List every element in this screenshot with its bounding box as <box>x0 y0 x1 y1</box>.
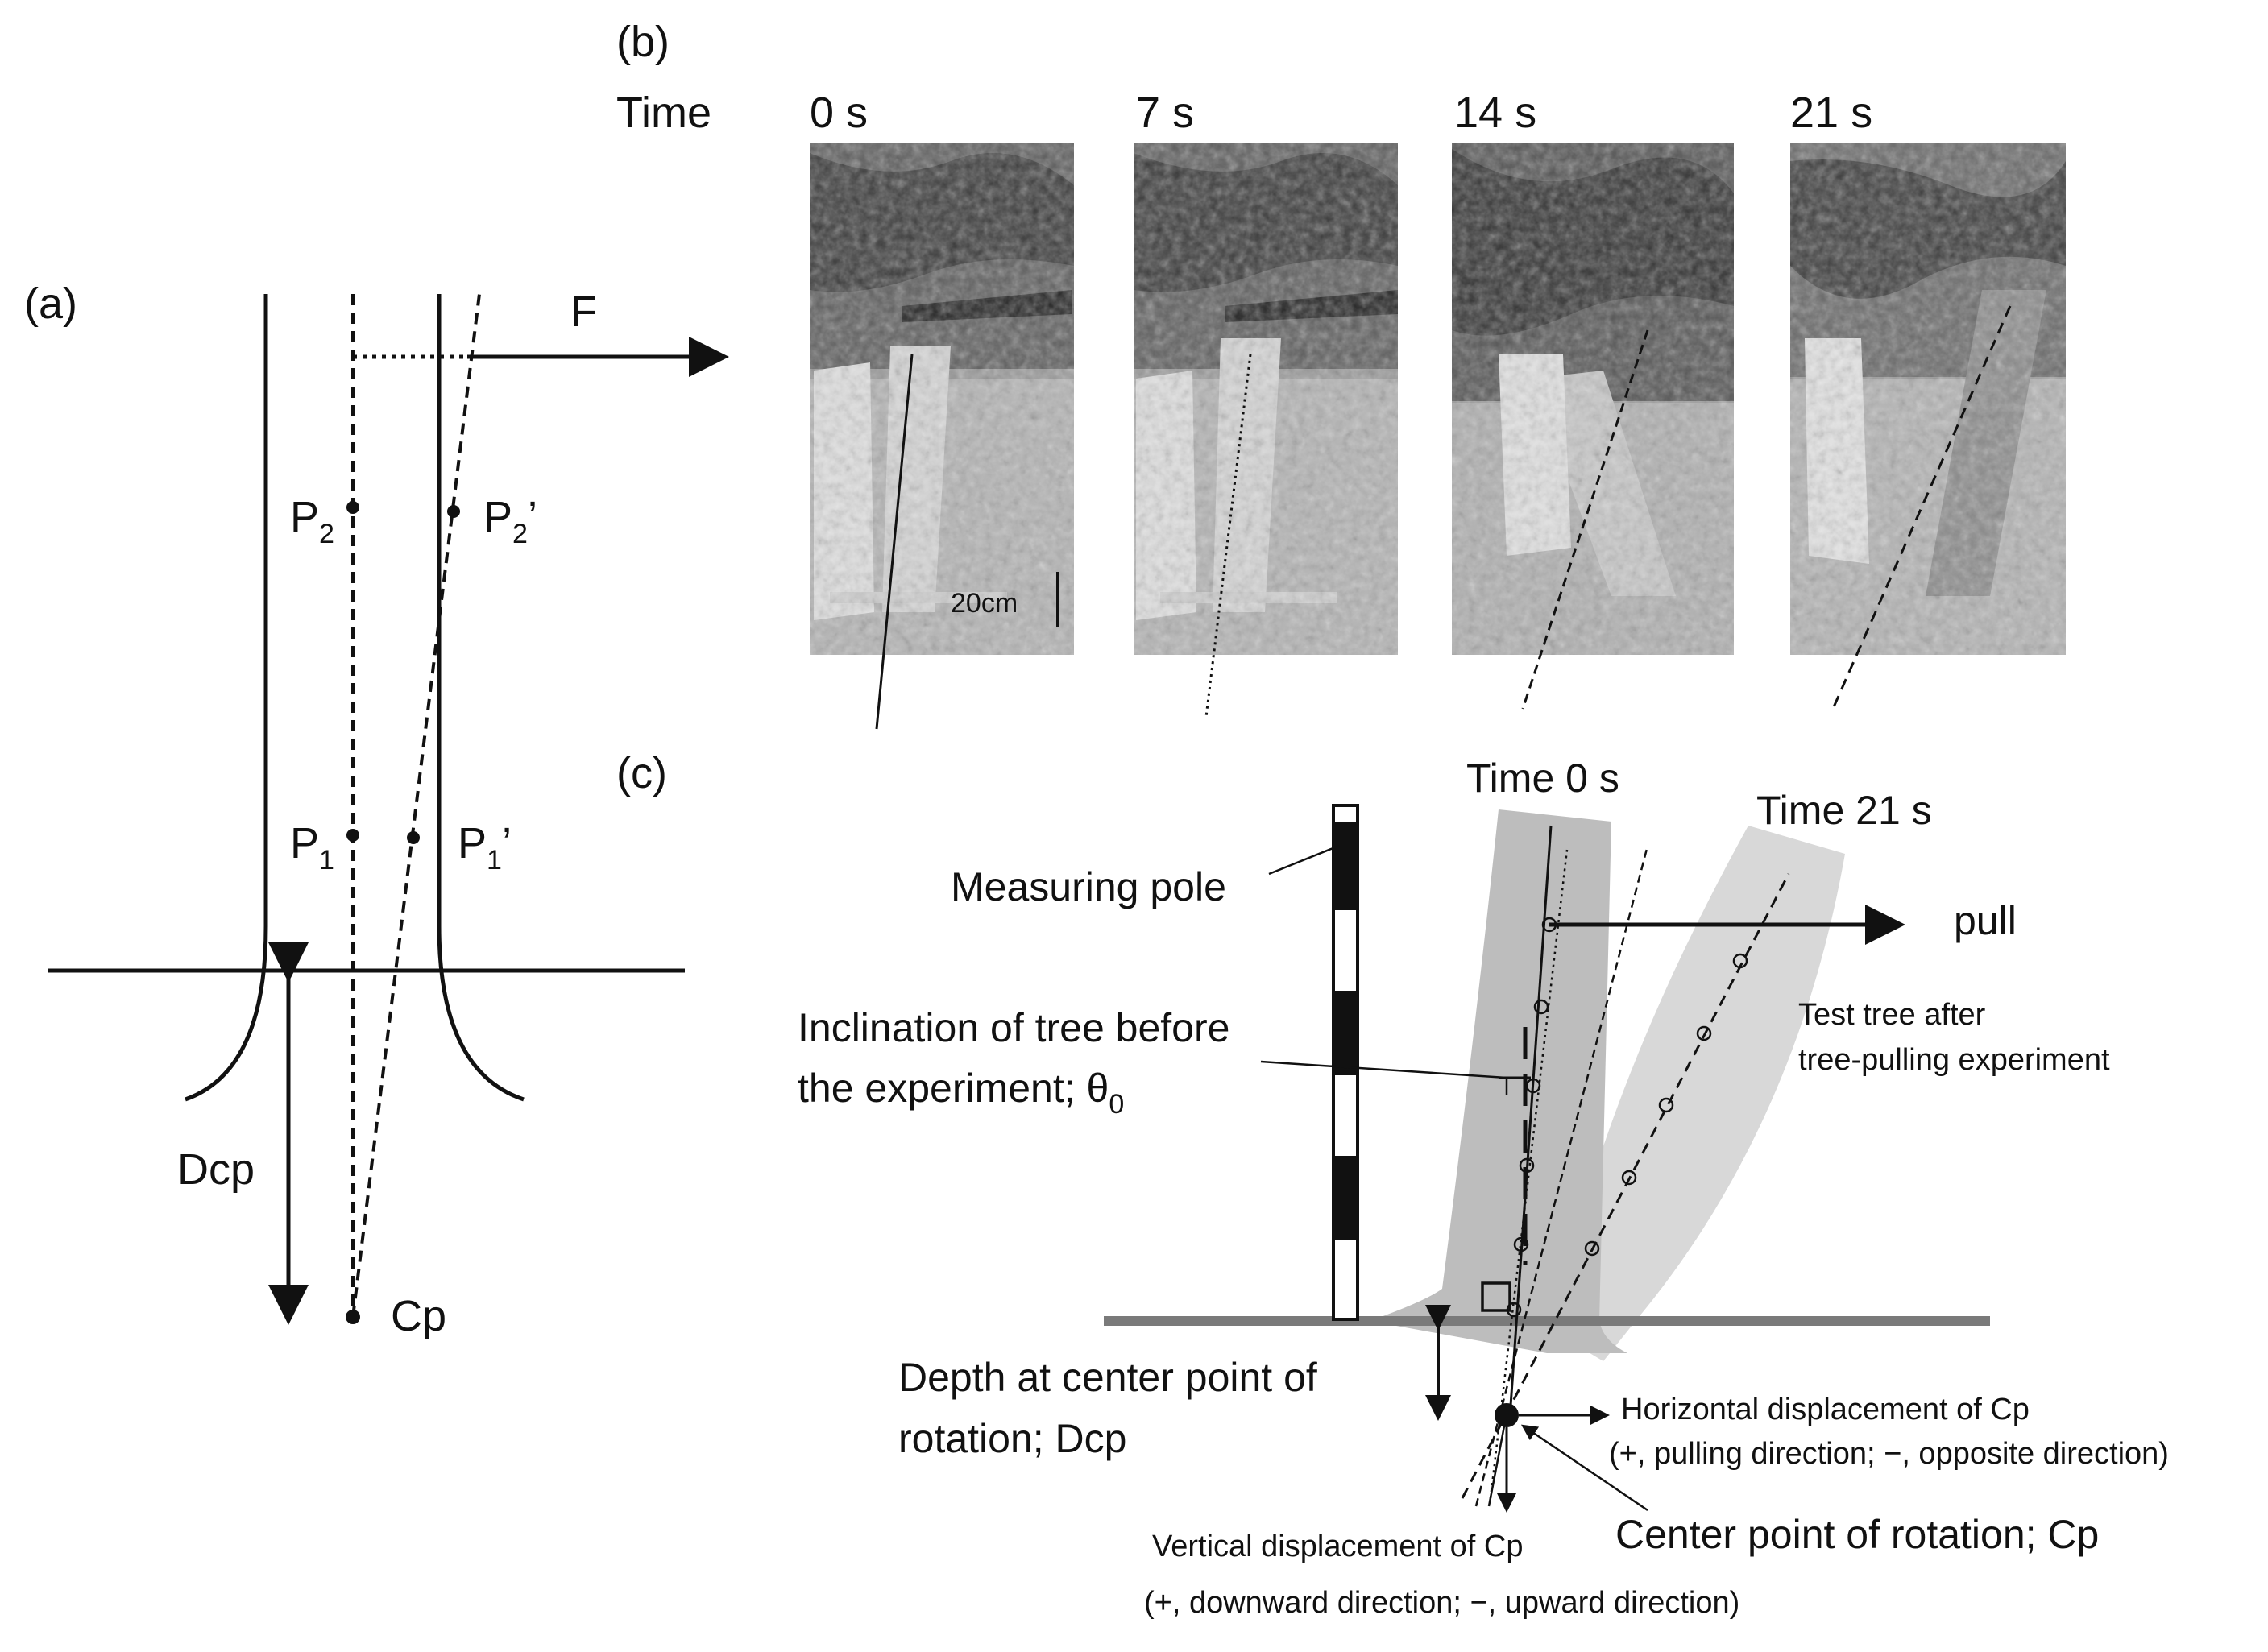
marker-after <box>1732 953 1748 969</box>
p1-point <box>346 829 359 842</box>
right-angle-marker <box>1481 1281 1511 1312</box>
trunk-right-edge <box>437 294 525 1102</box>
photo-frame-14s <box>1452 143 1734 710</box>
center-point-leader-arrow <box>1520 1424 1648 1512</box>
p2-prime-label: P2’ <box>483 493 537 549</box>
center-point-label: Center point of rotation; Cp <box>1615 1512 2099 1557</box>
marker-after <box>1621 1170 1637 1186</box>
photo-frame-21s <box>1790 143 2066 710</box>
panel-c: (c) Time 0 s Time 21 s Measuring pole <box>616 749 2169 1620</box>
tree-shadow-before <box>1370 809 1627 1353</box>
panel-a: (a) F P2 P2’ P1 P1’ Dcp Cp <box>24 279 729 1340</box>
frame-time-0: 0 s <box>810 89 868 137</box>
panel-b-label: (b) <box>616 18 670 66</box>
marker-after <box>1584 1240 1600 1257</box>
marker-before <box>1513 1236 1529 1252</box>
cp-point <box>346 1310 360 1324</box>
test-tree-label-line2: tree-pulling experiment <box>1798 1043 2110 1077</box>
time-21-label: Time 21 s <box>1756 788 1932 833</box>
marker-before <box>1506 1302 1522 1318</box>
inclined-axis-dashed <box>351 293 481 1318</box>
depth-label-line2: rotation; Dcp <box>898 1416 1126 1461</box>
pull-label: pull <box>1954 898 2017 943</box>
test-tree-label-line1: Test tree after <box>1798 998 1986 1032</box>
photo-frame-7s <box>1134 143 1398 718</box>
cp-leader-line <box>1487 1413 1508 1507</box>
photo-frame-0s: 20cm <box>810 143 1074 730</box>
frame-time-1: 7 s <box>1136 89 1194 137</box>
scale-bar-label: 20cm <box>951 588 1018 619</box>
tree-shadow-after <box>1555 826 1845 1361</box>
marker-after <box>1696 1025 1712 1041</box>
p1-prime-label: P1’ <box>458 819 512 876</box>
center-point-cp <box>1495 1403 1519 1427</box>
trunk-axis-line-0s <box>875 354 914 730</box>
force-label: F <box>570 288 597 336</box>
inclination-label-line1: Inclination of tree before <box>798 1005 1229 1050</box>
vertical-displacement-line1: Vertical displacement of Cp <box>1152 1530 1523 1563</box>
time-row-label: Time <box>616 89 711 137</box>
p2-prime-point <box>447 505 460 518</box>
p1-label: P1 <box>290 819 334 876</box>
marker-after <box>1658 1097 1674 1113</box>
horizontal-displacement-line2: (+, pulling direction; −, opposite direc… <box>1609 1437 2169 1471</box>
p1-prime-point <box>407 831 420 844</box>
frame-time-3: 21 s <box>1790 89 1872 137</box>
axis-after-dashed <box>1461 873 1790 1499</box>
axis-mid-dashed <box>1474 845 1649 1507</box>
time-0-label: Time 0 s <box>1466 756 1619 801</box>
panel-c-label: (c) <box>616 749 667 797</box>
p2-point <box>346 501 359 514</box>
horizontal-displacement-line1: Horizontal displacement of Cp <box>1621 1393 2030 1426</box>
p2-label: P2 <box>290 493 334 549</box>
marker-before <box>1519 1157 1535 1174</box>
measuring-pole-leader <box>1268 844 1340 876</box>
frame-time-2: 14 s <box>1454 89 1536 137</box>
measuring-pole <box>1332 804 1359 1321</box>
panel-a-label: (a) <box>24 279 77 328</box>
marker-before <box>1533 999 1549 1015</box>
marker-before <box>1525 1078 1541 1094</box>
trunk-axis-line-7s <box>1204 354 1252 718</box>
inclination-label-line2: the experiment; θ0 <box>798 1066 1124 1120</box>
measuring-pole-label: Measuring pole <box>951 864 1226 909</box>
dcp-label: Dcp <box>177 1145 255 1194</box>
panel-b: (b) Time 0 s 7 s 14 s 21 s 20cm <box>616 18 2066 730</box>
depth-label-line1: Depth at center point of <box>898 1355 1317 1400</box>
trunk-left-edge <box>185 294 268 1102</box>
trunk-axis-line-14s <box>1521 329 1649 710</box>
vertical-displacement-line2: (+, downward direction; −, upward direct… <box>1144 1586 1739 1620</box>
cp-label: Cp <box>391 1292 446 1340</box>
